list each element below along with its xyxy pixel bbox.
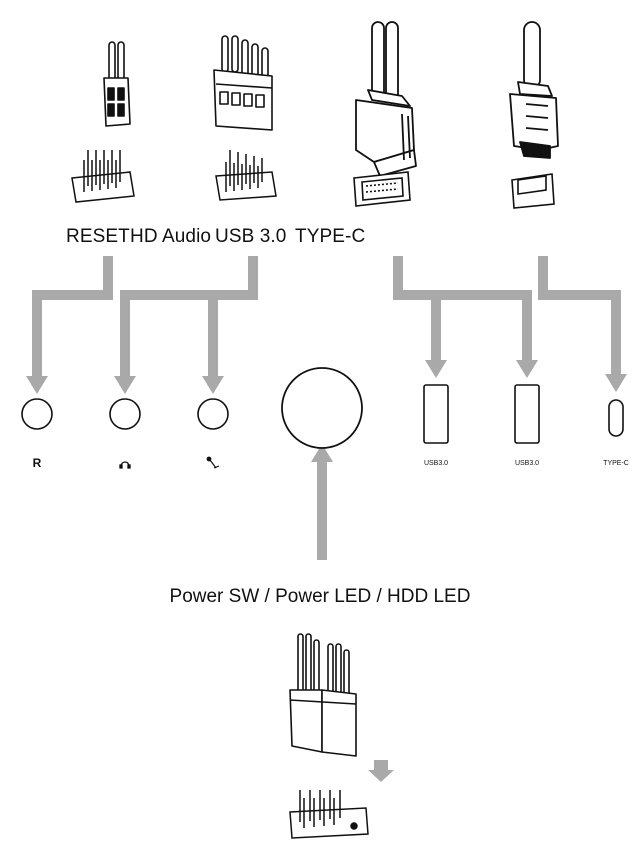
headphone-jack bbox=[109, 398, 141, 430]
power-header-icon bbox=[289, 790, 369, 839]
typec-port bbox=[608, 399, 624, 437]
typec-plug-icon bbox=[509, 21, 559, 159]
hd-audio-plug-icon bbox=[213, 35, 273, 131]
front-ports bbox=[21, 367, 624, 449]
reset-button bbox=[21, 398, 53, 430]
usb30-port-left bbox=[423, 384, 449, 444]
label-usb30: USB 3.0 bbox=[215, 226, 287, 247]
label-hd-audio: HD Audio bbox=[130, 226, 212, 247]
reset-plug-icon bbox=[103, 41, 131, 127]
label-usb30-left: USB3.0 bbox=[423, 460, 449, 467]
usb30-plug-icon bbox=[355, 21, 417, 177]
label-reset: RESET bbox=[66, 226, 130, 247]
reset-header-icon bbox=[71, 150, 135, 203]
usb30-header-icon bbox=[353, 171, 411, 207]
usb30-port-right bbox=[514, 384, 540, 444]
power-button bbox=[281, 367, 363, 449]
label-usb30-right: USB3.0 bbox=[514, 460, 540, 467]
label-typec: TYPE-C bbox=[295, 226, 366, 247]
label-typec-port: TYPE-C bbox=[603, 460, 629, 467]
label-power: Power SW / Power LED / HDD LED bbox=[169, 586, 471, 607]
arrow-heads bbox=[26, 360, 627, 782]
hd-audio-header-icon bbox=[215, 150, 277, 201]
routing-arrows bbox=[32, 256, 621, 560]
microphone-icon bbox=[206, 456, 220, 469]
headphone-icon bbox=[119, 461, 131, 469]
mic-jack bbox=[197, 398, 229, 430]
power-plug-icon bbox=[289, 633, 357, 757]
typec-header-icon bbox=[511, 173, 555, 209]
label-reset-port: R bbox=[32, 456, 42, 470]
